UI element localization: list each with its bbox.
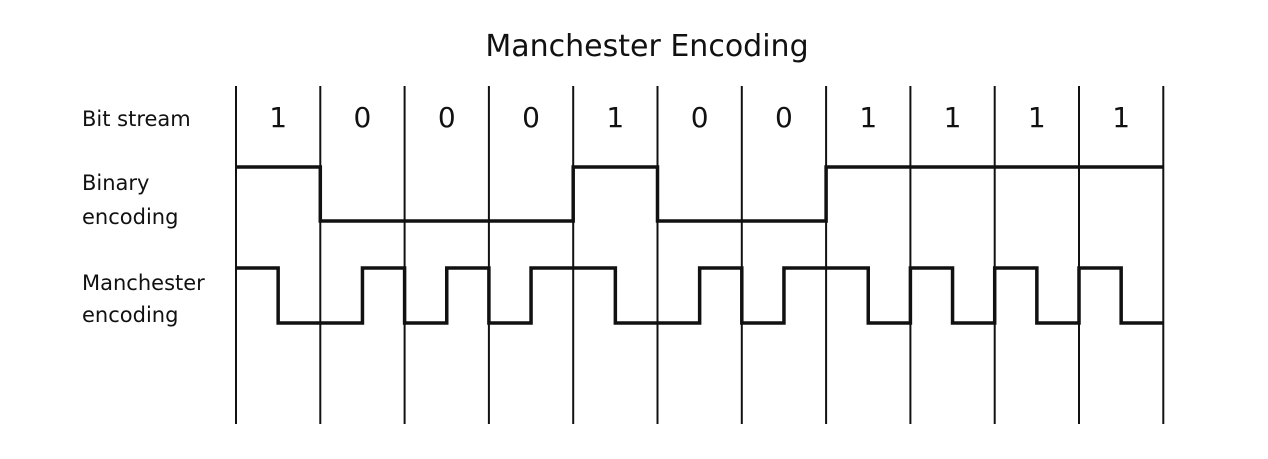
bit-value: 0 [438,101,456,134]
binary-waveform [236,165,1164,223]
bit-value: 0 [522,101,540,134]
diagram-title: Manchester Encoding [485,29,808,64]
bit-value: 0 [775,101,793,134]
bit-value: 1 [1028,101,1046,134]
binary-encoding-label-line2: encoding [82,205,178,229]
bit-value: 0 [354,101,372,134]
bit-value: 1 [269,101,287,134]
bit-value: 1 [606,101,624,134]
manchester-waveform [236,266,1164,325]
waveforms [236,165,1164,325]
bit-value: 1 [1112,101,1130,134]
bit-boundary-grid [235,86,1165,424]
bit-value: 1 [944,101,962,134]
bit-value: 1 [859,101,877,134]
manchester-encoding-label-line1: Manchester [82,271,205,295]
bit-value: 0 [691,101,709,134]
manchester-encoding-label-line2: encoding [82,303,178,327]
binary-encoding-label-line1: Binary [82,171,149,195]
bit-values: 1 0 0 0 1 0 0 1 1 1 1 [269,101,1130,134]
bitstream-label: Bit stream [82,107,191,131]
